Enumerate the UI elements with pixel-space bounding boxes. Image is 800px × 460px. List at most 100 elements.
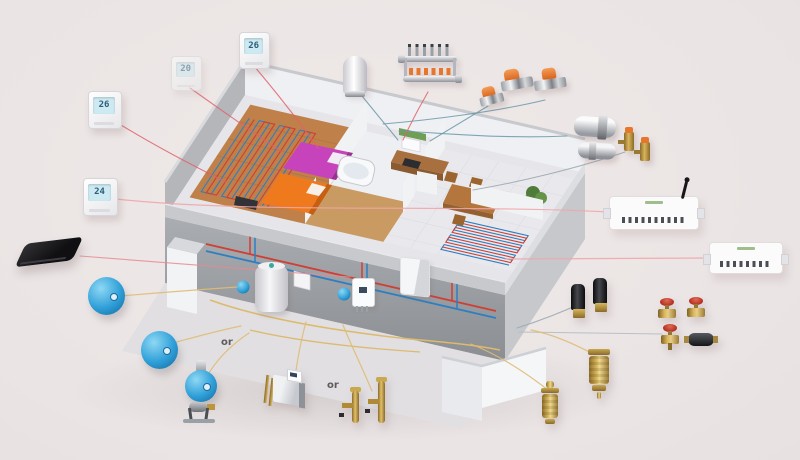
terminal-blocks xyxy=(720,261,772,267)
pillar-top xyxy=(167,237,205,254)
valve-orange-cap xyxy=(625,127,633,133)
valve-stem xyxy=(668,331,672,336)
boiler-connection-valves-brass xyxy=(339,377,398,427)
wall-bath-kitchen-b xyxy=(403,166,414,213)
thermostat-display: 24 xyxy=(88,184,111,201)
or-label-2: or xyxy=(327,380,339,391)
top-cap xyxy=(376,377,387,382)
thermostat-reading: 24 xyxy=(94,187,105,198)
chrome-pump-valve xyxy=(573,115,617,139)
valve-body xyxy=(533,76,567,92)
cooktop xyxy=(402,158,421,169)
red-handle xyxy=(660,298,674,306)
pump-mixing-unit-blue xyxy=(181,360,223,424)
leader-air-separator xyxy=(470,343,549,391)
pump-vessel-blue xyxy=(185,370,217,402)
wall-cap-nw xyxy=(163,59,247,183)
thermostat-reading: 26 xyxy=(98,100,110,111)
brand-logo-strip xyxy=(645,201,663,204)
leader-thermostat-3-wiring xyxy=(115,198,609,213)
bed-orange xyxy=(261,173,327,213)
underfloor-coil-bedroom xyxy=(201,118,315,206)
manifold-end-fitting xyxy=(455,75,462,83)
leader-valve-pair xyxy=(429,105,489,142)
pump-motor xyxy=(189,402,207,412)
leader-wiring-center-2 xyxy=(504,257,709,260)
mount-tab xyxy=(603,208,611,220)
valve-knob xyxy=(339,413,344,417)
thermostat-display: 20 xyxy=(175,61,196,77)
main-floor xyxy=(163,59,586,295)
chair xyxy=(452,214,466,226)
ball-valve-red xyxy=(661,324,679,350)
separator-body xyxy=(589,356,609,384)
valve-knob xyxy=(365,409,370,413)
red-handle xyxy=(663,324,677,332)
brass-air-vent-valve xyxy=(618,127,634,151)
valve-body xyxy=(687,308,705,317)
leader-thermostat-2 xyxy=(253,65,319,149)
leader-valve-single xyxy=(382,99,546,125)
mount-tab xyxy=(697,208,705,220)
radiator-thermostatic-head xyxy=(343,56,367,97)
hex-cap xyxy=(541,388,559,393)
vent-cap xyxy=(546,381,554,388)
vertical-pipe xyxy=(378,381,385,423)
manifold-side-pipe xyxy=(404,58,407,80)
ball-valve-red xyxy=(658,298,676,324)
valve-body xyxy=(661,335,679,344)
wall-dining-living-b xyxy=(471,183,543,220)
valve-orange-cap xyxy=(641,137,649,143)
wall-cap-ne xyxy=(244,59,586,141)
manifold-ports xyxy=(408,47,453,57)
brass-air-vent-valve xyxy=(634,137,650,161)
thermostat-reading: 26 xyxy=(248,41,260,52)
valve-stem xyxy=(665,305,669,310)
basement-front-wall-b xyxy=(482,348,546,408)
basement-floor xyxy=(122,283,505,429)
wiring-center xyxy=(703,242,789,274)
wall-thermostat-2: 26 xyxy=(239,32,270,69)
thermostat-reading: 20 xyxy=(180,64,192,75)
valve-spout xyxy=(634,150,641,154)
leader-thermostat-1 xyxy=(115,121,227,183)
zone-ball-valve-black xyxy=(684,333,718,346)
valve-stem xyxy=(694,304,698,309)
thermostat-buttons xyxy=(89,209,110,212)
dining-table-face xyxy=(443,203,493,219)
valve-drain xyxy=(668,343,672,350)
wall-dining-living-a xyxy=(417,171,437,195)
bed-orange-pillow xyxy=(306,183,326,196)
actuator-black xyxy=(593,278,607,312)
underfloor-heating-manifold xyxy=(398,44,462,90)
expansion-tank-blue-small xyxy=(88,277,125,315)
thermostat-buttons xyxy=(176,84,195,88)
thermostat-display: 26 xyxy=(243,38,264,54)
hex-cap xyxy=(545,419,555,424)
dirt-separator-brass xyxy=(586,349,612,399)
tee-branch xyxy=(342,403,353,408)
brass-nut xyxy=(207,404,215,410)
basement-left-pillar xyxy=(167,247,197,314)
brand-logo-strip xyxy=(737,247,755,250)
stand-base xyxy=(183,419,215,423)
wall-northeast xyxy=(245,61,585,173)
tee-branch xyxy=(368,399,379,404)
or-label-1: or xyxy=(221,337,233,348)
pump-top-fitting xyxy=(196,360,206,373)
manifold-bar-bottom xyxy=(403,76,457,82)
mount-tab xyxy=(781,253,789,265)
hex-cap xyxy=(592,385,606,391)
mini-brass-valves-pair xyxy=(618,127,656,168)
leader-trv-head xyxy=(361,95,399,141)
front-wall-se xyxy=(505,162,585,295)
separator-body xyxy=(542,394,558,418)
mount-tab xyxy=(703,253,711,265)
hallway-wood-floor xyxy=(305,184,410,242)
gateway-body xyxy=(14,236,84,268)
manifold-bar-top xyxy=(403,56,457,62)
actuator-black xyxy=(571,284,585,318)
valve-body xyxy=(658,309,676,318)
leader-brass-assembly xyxy=(342,324,373,392)
